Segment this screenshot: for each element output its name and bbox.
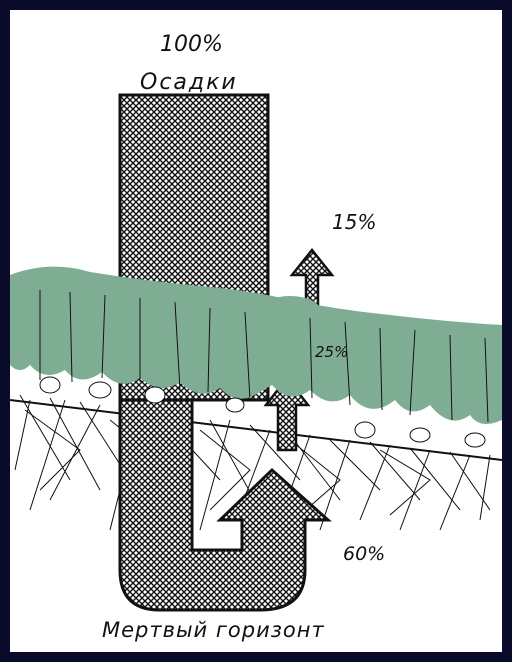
evaporation-percent: 15% <box>332 210 376 234</box>
diagram-frame: 100% Осадки 15% 25% 60% Мертвый горизонт <box>10 10 502 652</box>
dead-horizon-label: Мертвый горизонт <box>102 618 325 642</box>
runoff-percent: 60% <box>343 543 385 565</box>
precipitation-label: Осадки <box>140 70 238 95</box>
precipitation-percent: 100% <box>160 32 223 57</box>
uptake-percent: 25% <box>315 343 348 361</box>
diagram-canvas <box>10 10 502 652</box>
